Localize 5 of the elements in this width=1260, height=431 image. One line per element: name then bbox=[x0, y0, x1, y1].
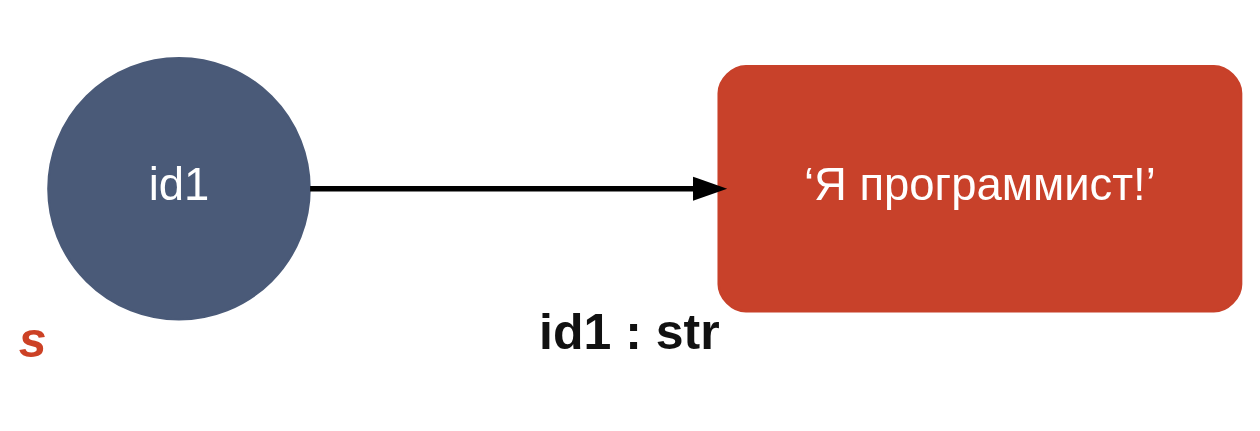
node-box: ‘Я программист!’ bbox=[717, 64, 1243, 313]
node-circle: id1 bbox=[47, 56, 311, 320]
arrow bbox=[310, 176, 728, 201]
node-label: id1 : str bbox=[539, 303, 720, 360]
node-label: s bbox=[18, 311, 47, 368]
